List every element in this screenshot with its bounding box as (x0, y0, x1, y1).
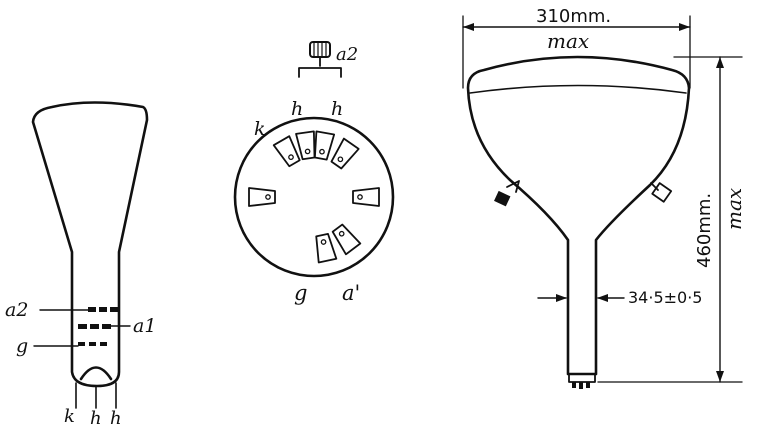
width-max: max (547, 29, 589, 53)
base-pin-socket (248, 187, 276, 207)
cap-body (309, 41, 331, 58)
face-plate-line (469, 84, 687, 94)
cap-bracket (298, 67, 342, 78)
label-g-bottom: g (294, 281, 307, 305)
marker-a2-2 (99, 307, 107, 312)
pin-label-h2: h (110, 408, 122, 428)
height-value: 460mm. (694, 193, 715, 268)
label-a1: a1 (133, 315, 156, 337)
base-cap-pins (572, 382, 590, 389)
base-pin-socket (295, 130, 316, 161)
pin-label-h1: h (90, 408, 102, 428)
neck-diameter: 34·5±0·5 (628, 288, 702, 307)
tube-side-outline (31, 101, 149, 388)
width-value: 310mm. (536, 6, 611, 27)
base-pin-socket (331, 223, 362, 256)
width-arrow-left (463, 23, 474, 31)
height-max: max (722, 188, 746, 230)
base-pin-socket (352, 187, 380, 207)
marker-a1-2 (90, 324, 99, 329)
neck-arrow-right (597, 294, 608, 302)
anode-cap: a2 (298, 41, 358, 78)
label-a1-bottom: a' (342, 281, 360, 305)
height-arrow-top (716, 57, 724, 68)
cap-knurl (313, 43, 327, 56)
base-pin-socket (315, 233, 338, 264)
height-arrow-bottom (716, 371, 724, 382)
label-h-right: h (331, 98, 343, 120)
label-g: g (16, 335, 28, 357)
side-button-right-arm (650, 182, 659, 191)
tube-side-view: a2 a1 g k h h (5, 101, 156, 428)
marker-a2-3 (110, 307, 118, 312)
bulb-outline-view: 310mm. max 34·5±0·5 460mm. max (462, 6, 746, 389)
marker-a1-1 (78, 324, 87, 329)
side-button-right (651, 182, 673, 203)
base-circle (233, 116, 395, 278)
neck-arrow-left (556, 294, 567, 302)
base-pins (248, 130, 380, 264)
base-arc (79, 366, 113, 381)
label-a2: a2 (5, 299, 28, 321)
side-button-left (494, 190, 511, 207)
label-k: k (254, 118, 266, 140)
marker-a1-3 (102, 324, 111, 329)
base-pin-socket (313, 130, 336, 161)
pin-label-k: k (64, 406, 75, 427)
marker-g-1 (78, 342, 85, 346)
base-pin-socket (330, 137, 360, 170)
base-pin-view: a2 h h k g a' (233, 41, 395, 305)
electrode-markers (78, 307, 118, 346)
label-h-left: h (291, 98, 303, 120)
marker-a2-1 (88, 307, 96, 312)
marker-g-2 (89, 342, 96, 346)
base-pin-socket (272, 135, 301, 168)
bulb-outline (466, 55, 691, 376)
side-button-left-arm (506, 180, 520, 193)
width-arrow-right (679, 23, 690, 31)
marker-g-3 (100, 342, 107, 346)
cap-label-a2: a2 (336, 44, 358, 65)
